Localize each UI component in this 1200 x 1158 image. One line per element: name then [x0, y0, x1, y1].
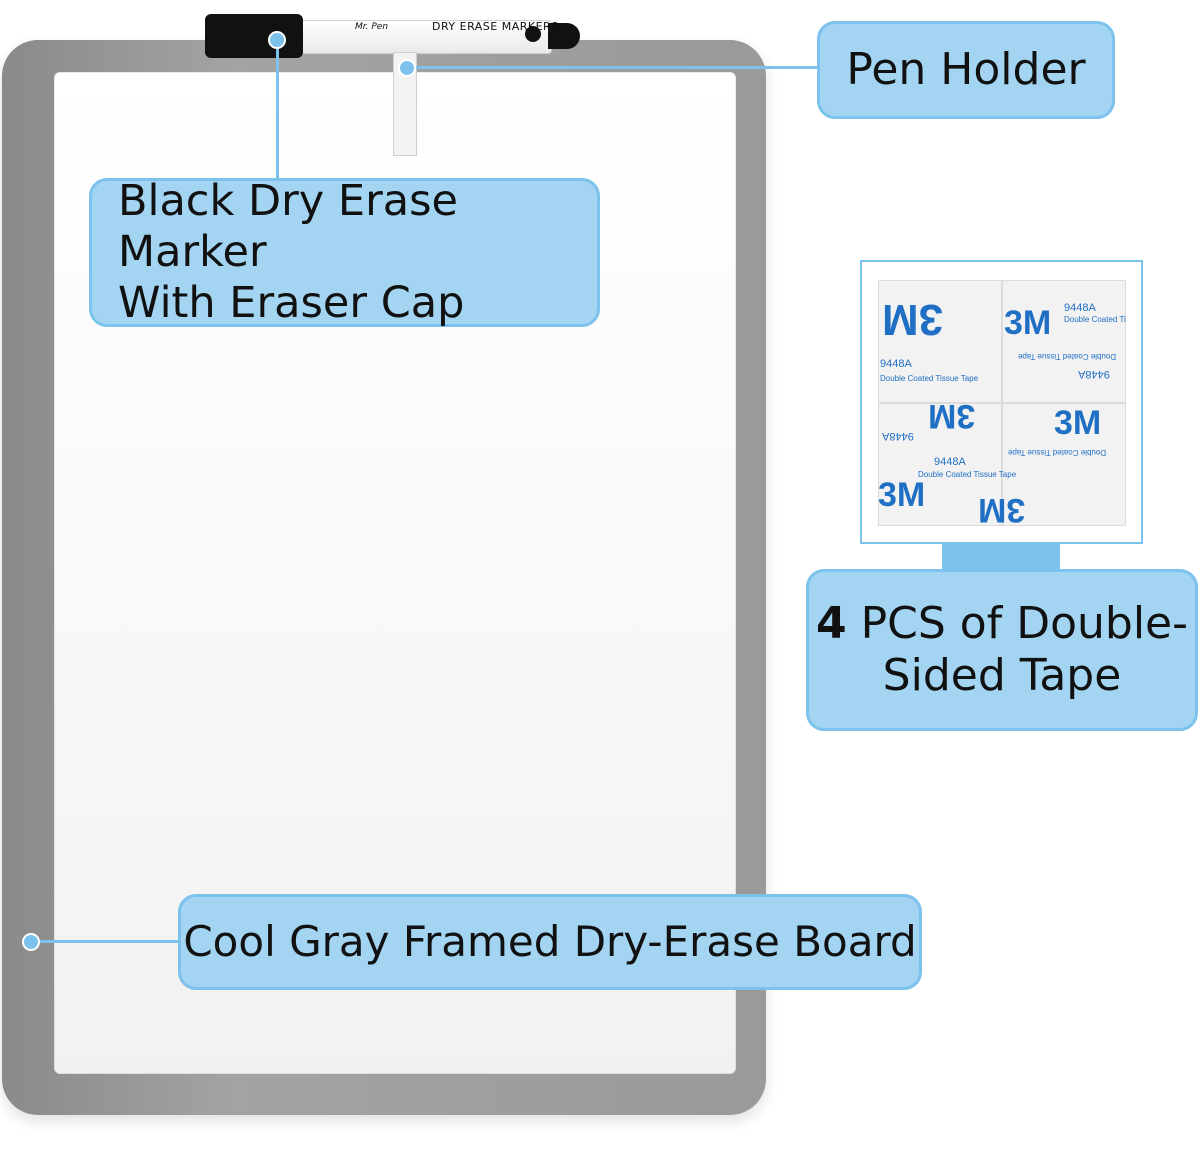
tape-brand-print: 3M [878, 476, 926, 514]
leader-dot-icon [268, 31, 286, 49]
tape-code-print: 9448A [934, 456, 966, 468]
tape-type-print: Double Coated Tissue Tape [880, 374, 979, 383]
tape-square [878, 403, 1002, 526]
pen-holder-leader-line [407, 66, 819, 69]
tape-brand-print: 3M [978, 491, 1026, 526]
marker-leader-line [276, 40, 279, 182]
tape-brand-print: 3M [928, 397, 976, 435]
double-sided-tape-image: 3M 3M 9448A Double Coated Tissue Tape 94… [878, 280, 1126, 526]
tape-brand-print: 3M [1004, 304, 1052, 342]
leader-dot-icon [398, 59, 416, 77]
tape-type-print: Double Coated Tissue Tape [1064, 315, 1126, 324]
pen-holder-callout-text: Pen Holder [846, 44, 1086, 96]
tape-callout-line1: PCS of Double- [846, 598, 1188, 650]
tape-square [878, 280, 1002, 403]
tape-type-print: Double Coated Tissue Tape [1018, 352, 1117, 361]
marker-callout-line1: Black Dry Erase Marker [118, 176, 458, 278]
board-callout: Cool Gray Framed Dry-Erase Board [178, 894, 922, 990]
tape-callout-line2: Sided Tape [882, 650, 1122, 701]
tape-type-print: Double Coated Tissue Tape [918, 470, 1017, 479]
tape-square [1002, 403, 1126, 526]
leader-dot-icon [22, 933, 40, 951]
marker-logo-icon [525, 26, 541, 42]
tape-square [1002, 280, 1126, 403]
tape-code-print: 9448A [880, 358, 912, 370]
marker-callout: Black Dry Erase Marker With Eraser Cap [89, 176, 600, 328]
board-leader-line [30, 940, 182, 943]
marker-tip [548, 23, 580, 49]
tape-code-print: 9448A [882, 430, 914, 442]
marker-eraser-cap [205, 14, 303, 58]
tape-code-print: 9448A [1064, 302, 1096, 314]
tape-type-print: Double Coated Tissue Tape [1008, 448, 1107, 457]
board-callout-text: Cool Gray Framed Dry-Erase Board [183, 917, 917, 967]
tape-count: 4 [816, 598, 847, 650]
marker-callout-line2: With Eraser Cap [118, 277, 465, 328]
marker-brand: Mr. Pen [355, 22, 389, 32]
tape-brand-print: 3M [882, 295, 944, 344]
tape-brand-print: 3M [1054, 404, 1102, 442]
tape-code-print: 9448A [1078, 368, 1110, 380]
tape-callout: 4 PCS of Double- Sided Tape [806, 569, 1198, 731]
pen-holder-callout: Pen Holder [817, 21, 1115, 119]
